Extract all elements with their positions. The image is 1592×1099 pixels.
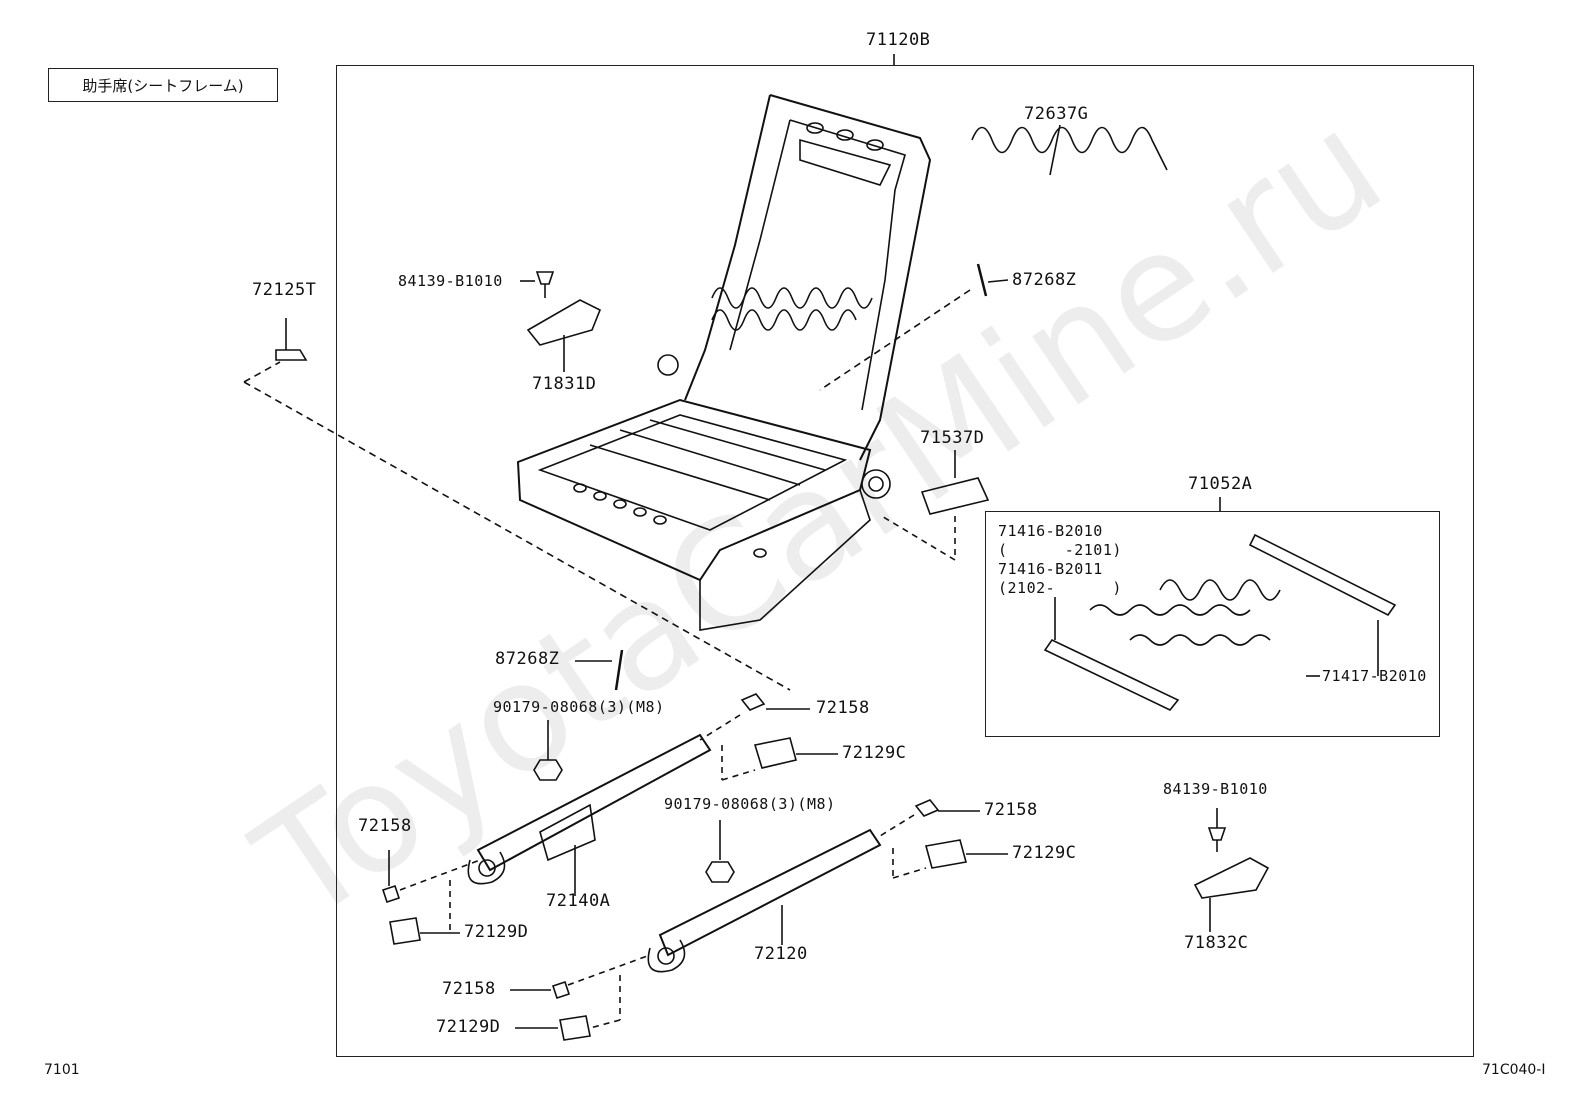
part-label-90179-left: 90179-08068(3)(M8)	[493, 698, 665, 716]
part-label-72125T: 72125T	[252, 280, 317, 300]
wire-harness-frame	[985, 511, 1440, 737]
part-label-72120: 72120	[754, 944, 808, 964]
part-label-72129C-b: 72129C	[1012, 843, 1077, 863]
part-label-72129C-a: 72129C	[842, 743, 907, 763]
part-label-71417-B2010: 71417-B2010	[1322, 667, 1427, 685]
part-label-72158-c: 72158	[358, 816, 412, 836]
part-label-72158-b: 72158	[984, 800, 1038, 820]
part-label-84139-right: 84139-B1010	[1163, 780, 1268, 798]
assembly-frame	[336, 65, 1474, 1057]
part-label-72129D-a: 72129D	[464, 922, 529, 942]
part-label-87268Z-top: 87268Z	[1012, 270, 1077, 290]
part-label-84139-top: 84139-B1010	[398, 272, 503, 290]
part-label-71832C: 71832C	[1184, 933, 1249, 953]
part-label-72637G: 72637G	[1024, 104, 1089, 124]
part-label-71537D: 71537D	[920, 428, 985, 448]
part-range-71416-B2011: (2102- )	[998, 579, 1122, 597]
part-label-72158-d: 72158	[442, 979, 496, 999]
figure-code: 71C040-I	[1482, 1062, 1546, 1078]
page-number: 7101	[44, 1062, 80, 1078]
part-label-72140A: 72140A	[546, 891, 611, 911]
part-label-71120B: 71120B	[866, 30, 931, 50]
part-label-71416-B2011: 71416-B2011	[998, 560, 1103, 578]
part-label-72158-a: 72158	[816, 698, 870, 718]
part-label-72129D-b: 72129D	[436, 1017, 501, 1037]
part-label-71052A: 71052A	[1188, 474, 1253, 494]
part-label-87268Z-bottom: 87268Z	[495, 649, 560, 669]
part-label-71416-B2010: 71416-B2010	[998, 522, 1103, 540]
part-label-71831D: 71831D	[532, 374, 597, 394]
part-label-90179-mid: 90179-08068(3)(M8)	[664, 795, 836, 813]
part-range-71416-B2010: ( -2101)	[998, 541, 1122, 559]
diagram-title: 助手席(シートフレーム)	[48, 68, 278, 102]
